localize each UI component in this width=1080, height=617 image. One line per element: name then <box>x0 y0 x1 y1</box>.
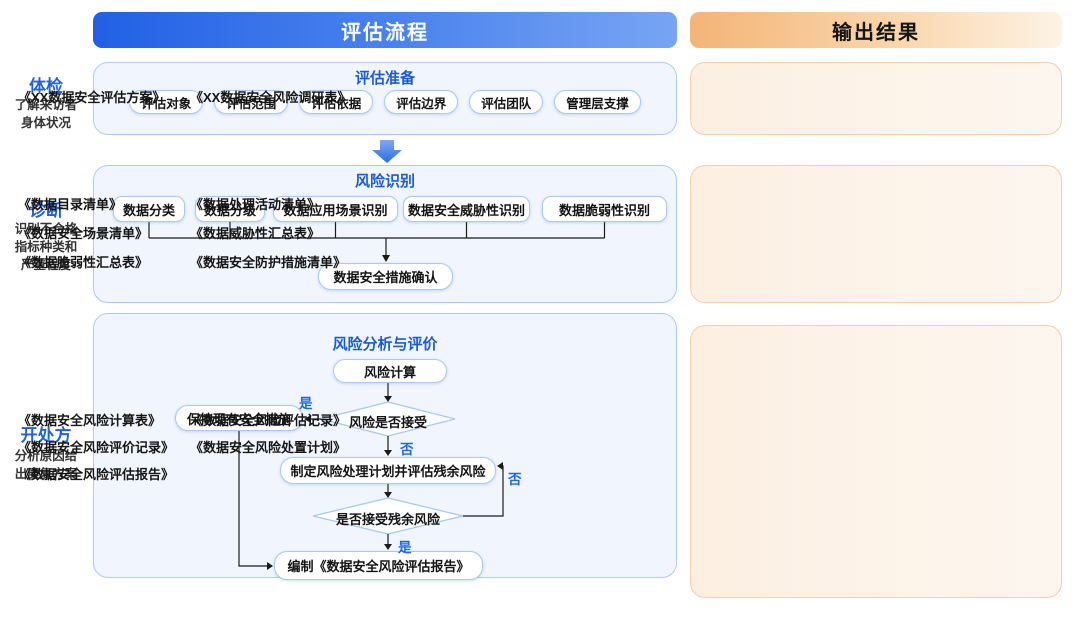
output-docs-analysis: 《数据安全风险计算表》 《数据安全风险评估记录》 《数据安全风险评价记录》 《数… <box>18 413 346 482</box>
output-box-identification <box>690 165 1062 303</box>
pill-management-support: 管理层支撑 <box>554 90 641 114</box>
title-risk-identification: 风险识别 <box>354 173 415 190</box>
doc-title: 《数据安全风险评价记录》 <box>18 440 175 455</box>
stage-label-prescription: 开处方 <box>20 426 72 445</box>
pill-assess-team: 评估团队 <box>469 90 544 114</box>
node-risk-calculation: 风险计算 <box>333 359 447 383</box>
title-risk-analysis: 风险分析与评价 <box>332 336 438 353</box>
stage-label-checkup: 体检 <box>29 77 63 96</box>
label-no-1: 否 <box>400 442 414 457</box>
preparation-pill-row: 评估对象 评估范围 评估依据 评估边界 评估团队 管理层支撑 <box>96 90 674 114</box>
output-box-analysis <box>690 325 1062 598</box>
doc-title: 《数据安全风险评估记录》 <box>190 413 347 428</box>
label-yes-2: 是 <box>398 540 412 555</box>
label-no-2: 否 <box>508 472 522 487</box>
doc-title: 《数据威胁性汇总表》 <box>190 226 321 241</box>
stage-desc-diagnosis: 识别不合格 指标种类和 严重程度 <box>14 222 78 272</box>
pill-data-grading: 数据分级 <box>195 196 265 222</box>
stage-desc-checkup: 了解来访者 身体状况 <box>14 98 78 130</box>
pill-threat-identification: 数据安全威胁性识别 <box>403 196 530 222</box>
stage-desc-prescription: 分析原因给 出康复方案 <box>14 449 78 481</box>
title-preparation: 评估准备 <box>354 70 415 87</box>
doc-title: 《数据安全风险评估报告》 <box>18 467 175 482</box>
output-results-banner: 输出结果 <box>690 12 1062 48</box>
output-docs-identification: 《数据目录清单》 《数据处理活动清单》 《数据安全场景清单》 《数据威胁性汇总表… <box>18 197 346 270</box>
section-down-arrow-icon <box>372 140 402 163</box>
pill-assess-scope: 评估范围 <box>214 90 289 114</box>
node-keep-existing-measures: 保持现有安全措施 <box>175 405 303 431</box>
doc-title: 《数据安全风险计算表》 <box>18 413 162 428</box>
label-yes-1: 是 <box>299 396 313 411</box>
pill-assess-object: 评估对象 <box>129 90 204 114</box>
output-docs-preparation: 《XX数据安全评估方案》 《XX数据安全风险调研表》 <box>18 90 350 105</box>
doc-title: 《数据安全防护措施清单》 <box>190 255 347 270</box>
pill-scenario-identification: 数据应用场景识别 <box>273 196 398 222</box>
doc-title: 《XX数据安全风险调研表》 <box>190 90 351 105</box>
doc-title: 《XX数据安全评估方案》 <box>18 90 166 105</box>
doc-title: 《数据安全风险处置计划》 <box>190 440 347 455</box>
node-security-measures-confirm: 数据安全措施确认 <box>318 263 453 290</box>
decision-residual-risk-label: 是否接受残余风险 <box>335 512 440 527</box>
doc-title: 《数据安全场景清单》 <box>18 226 149 241</box>
pill-assess-boundary: 评估边界 <box>384 90 459 114</box>
flow-process-banner: 评估流程 <box>93 12 677 48</box>
stage-label-diagnosis: 诊断 <box>29 201 63 220</box>
pill-data-classification: 数据分类 <box>113 196 185 222</box>
doc-title: 《数据目录清单》 <box>18 197 123 212</box>
pill-vulnerability-identification: 数据脆弱性识别 <box>542 196 667 222</box>
output-box-preparation <box>690 62 1062 135</box>
doc-title: 《数据处理活动清单》 <box>190 197 321 212</box>
doc-title: 《数据脆弱性汇总表》 <box>18 255 149 270</box>
node-risk-treatment-plan: 制定风险处理计划并评估残余风险 <box>280 457 496 484</box>
node-compile-assessment-report: 编制《数据安全风险评估报告》 <box>274 551 483 580</box>
pill-assess-basis: 评估依据 <box>299 90 374 114</box>
